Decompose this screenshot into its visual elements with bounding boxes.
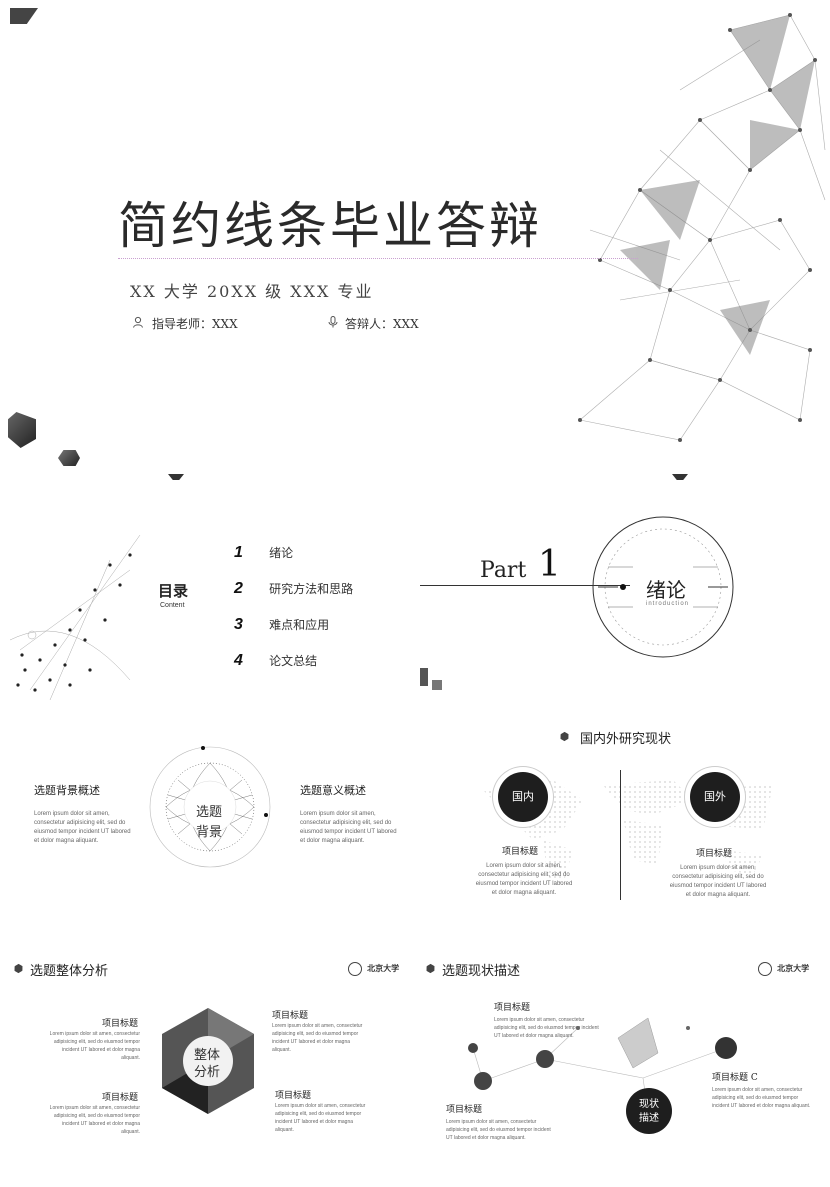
status-item-1-title: 项目标题: [494, 1003, 531, 1013]
header-hexagon-icon: [12, 962, 24, 974]
research-left-text: Lorem ipsum dolor sit amen, consectetur …: [475, 863, 573, 896]
part-subtitle: introduction: [646, 601, 690, 607]
toc-item-2[interactable]: 2 研究方法和思路: [234, 578, 353, 598]
sphere-decoration: [149, 746, 271, 868]
toc-label: 研究方法和思路: [269, 582, 354, 596]
research-right-text: Lorem ipsum dolor sit amen, consectetur …: [669, 865, 767, 898]
bg-left-text: Lorem ipsum dolor sit amen, consectetur …: [34, 811, 131, 844]
hexagon-icon: [168, 474, 184, 480]
status-item-1-text: Lorem ipsum dolor sit amen, consectetur …: [494, 1017, 599, 1039]
domestic-label: 国内: [512, 790, 534, 803]
hexagon-graphic: [162, 1008, 254, 1114]
part-label: Part: [480, 558, 527, 583]
status-slide: 选题现状描述 北京大学 现状 描述 项目标题 Lorem ipsum dolor…: [418, 948, 830, 1148]
analysis-item-4-title: 项目标题: [275, 1091, 312, 1101]
foreign-label: 国外: [704, 790, 726, 803]
toc-num: 4: [234, 652, 243, 669]
corner-shape-icon: [10, 8, 38, 24]
title-underline: [118, 258, 638, 259]
mic-icon: [328, 316, 338, 328]
dots-decoration: [10, 534, 141, 700]
bg-left-title: 选题背景概述: [34, 784, 100, 797]
status-item-2-title: 项目标题 C: [712, 1073, 758, 1083]
bg-right-text: Lorem ipsum dolor sit amen, consectetur …: [300, 811, 397, 844]
hexagon-icon: [432, 680, 442, 690]
status-center-line-1: 现状: [639, 1099, 659, 1110]
status-header: 选题现状描述: [442, 964, 521, 979]
toc-label: 论文总结: [269, 654, 318, 668]
cover-slide: 简约线条毕业答辩 XX 大学 20XX 级 XXX 专业 指导老师：XXX 答辩…: [0, 0, 830, 480]
status-center-circle: 现状 描述: [626, 1088, 672, 1134]
university-logo-icon: 北京大学: [758, 958, 809, 977]
part-line: [420, 585, 630, 586]
toc-num: 1: [234, 544, 243, 561]
part-slide: Part 1 绪论 introduction: [418, 500, 830, 700]
research-header: 国内外研究现状: [580, 732, 672, 747]
background-slide: 选题背景概述 Lorem ipsum dolor sit amen, conse…: [0, 725, 410, 915]
status-item-2-text: Lorem ipsum dolor sit amen, consectetur …: [712, 1087, 811, 1109]
foreign-circle: 国外: [690, 772, 740, 822]
research-right-title: 项目标题: [696, 849, 733, 859]
status-center-line-2: 描述: [639, 1113, 659, 1124]
toc-label: 难点和应用: [269, 618, 330, 632]
toc-num: 3: [234, 616, 243, 633]
toc-title: 目录: [158, 583, 189, 600]
cover-subtitle: XX 大学 20XX 级 XXX 专业: [130, 282, 374, 301]
analysis-center-line-2: 分析: [194, 1065, 221, 1080]
toc-item-4[interactable]: 4 论文总结: [234, 650, 317, 670]
analysis-item-3-title: 项目标题: [102, 1093, 139, 1103]
domestic-circle: 国内: [498, 772, 548, 822]
header-hexagon-icon: [558, 730, 570, 742]
network-decoration: [578, 13, 826, 442]
cover-title: 简约线条毕业答辩: [118, 197, 542, 255]
analysis-slide: 选题整体分析 北京大学 整体 分析 项目标题 Lorem ipsum dolor…: [0, 948, 410, 1148]
bg-right-title: 选题意义概述: [300, 784, 366, 797]
hexagon-icon: [58, 450, 80, 466]
bg-center-line-1: 选题: [196, 805, 223, 820]
tech-ring-decoration: [592, 516, 734, 658]
logo-text: 北京大学: [367, 963, 400, 973]
analysis-header: 选题整体分析: [30, 964, 109, 979]
hexagon-icon: [420, 668, 428, 686]
header-hexagon-icon: [424, 962, 436, 974]
toc-item-1[interactable]: 1 绪论: [234, 542, 293, 562]
toc-label: 绪论: [269, 546, 294, 560]
analysis-item-3-text: Lorem ipsum dolor sit amen, consectetur …: [49, 1105, 140, 1135]
research-left-title: 项目标题: [502, 847, 539, 857]
bg-center-line-2: 背景: [196, 825, 223, 840]
advisor-label: 指导老师：XXX: [152, 317, 238, 331]
status-item-3-text: Lorem ipsum dolor sit amen, consectetur …: [446, 1119, 551, 1141]
hexagon-icon: [672, 474, 688, 480]
toc-title-en: Content: [160, 602, 185, 609]
analysis-item-4-text: Lorem ipsum dolor sit amen, consectetur …: [275, 1103, 366, 1133]
status-item-3-title: 项目标题: [446, 1105, 483, 1115]
respondent-label: 答辩人：XXX: [345, 317, 419, 331]
logo-text: 北京大学: [777, 963, 810, 973]
person-icon: [133, 316, 143, 328]
analysis-item-1-title: 项目标题: [102, 1019, 139, 1029]
part-title: 绪论: [646, 578, 686, 602]
divider-line: [620, 770, 621, 900]
research-slide: 国内外研究现状 国内 国外 项目标题 Lorem ipsum dolor sit…: [418, 720, 830, 920]
analysis-center-line-1: 整体: [194, 1048, 221, 1063]
toc-num: 2: [234, 580, 243, 597]
university-logo-icon: 北京大学: [348, 958, 399, 977]
analysis-item-1-text: Lorem ipsum dolor sit amen, consectetur …: [49, 1031, 140, 1061]
analysis-item-2-text: Lorem ipsum dolor sit amen, consectetur …: [272, 1023, 363, 1053]
hexagon-icon: [8, 412, 36, 448]
toc-slide: 目录 Content 1 绪论 2 研究方法和思路 3 难点和应用 4 论文总结: [10, 510, 410, 700]
analysis-item-2-title: 项目标题: [272, 1011, 309, 1021]
toc-item-3[interactable]: 3 难点和应用: [234, 614, 329, 634]
part-number: 1: [538, 544, 561, 585]
